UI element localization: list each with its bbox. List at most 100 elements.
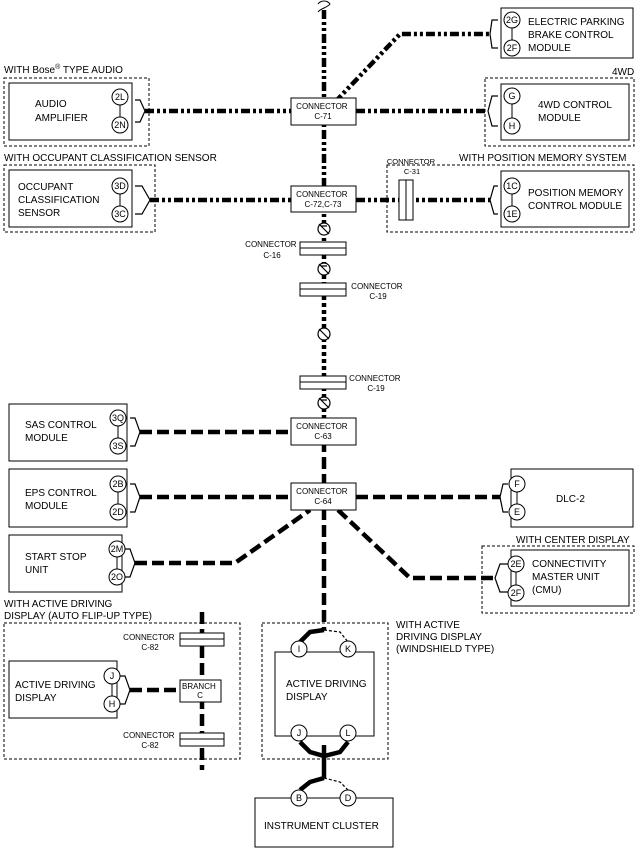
pin-label: 3D [114, 181, 126, 191]
ic-pins: B D [290, 789, 357, 807]
connector-c63-label: CONNECTOR C-63 [296, 422, 350, 441]
connector-c19b-label: CONNECTOR C-19 [349, 374, 403, 393]
cmu-wire [336, 508, 495, 581]
dlc-label: DLC-2 [556, 494, 585, 505]
center-display-group-label: WITH CENTER DISPLAY [516, 535, 630, 546]
dlc-pins: F E [508, 475, 526, 521]
4wd-pins: G H [503, 87, 521, 135]
connector-c19a-label: CONNECTOR C-19 [351, 282, 405, 301]
4wd-group-label: 4WD [612, 67, 634, 78]
position-memory-group [386, 164, 635, 233]
audio-amplifier-box [8, 82, 133, 141]
instrument-cluster-box [254, 797, 394, 848]
4wd-module-label: 4WD CONTROL MODULE [538, 100, 614, 124]
bose-group-label: WITH Bose® TYPE AUDIO [4, 63, 123, 76]
pin-label: 3S [112, 441, 123, 451]
pin-label: 2F [511, 588, 522, 598]
pin-label: 2B [112, 479, 123, 489]
connector-c71-box [290, 97, 357, 126]
pin-label: B [296, 793, 302, 803]
pin-label: I [298, 644, 301, 654]
add-center-label: ACTIVE DRIVING DISPLAY [286, 679, 369, 703]
dlc-box [510, 468, 634, 528]
pin-label: F [514, 479, 520, 489]
occupant-sensor-box [8, 169, 133, 228]
4wd-module-box [500, 83, 630, 141]
cmu-pins: 2E 2F [507, 555, 525, 602]
branch-c-box [179, 679, 222, 703]
position-memory-group-label: WITH POSITION MEMORY SYSTEM [459, 153, 626, 164]
epb-pin-wires [489, 19, 498, 49]
start-stop-box [8, 534, 123, 593]
pin-label: 2O [111, 572, 123, 582]
pin-label: 2E [510, 559, 521, 569]
connector-c82b-label: CONNECTOR C-82 [123, 731, 177, 750]
position-memory-label: POSITION MEMORY CONTROL MODULE [528, 188, 626, 212]
epb-wire [333, 31, 490, 104]
pin-label: J [297, 728, 302, 738]
add-center-wire-right [323, 629, 349, 643]
cmu-pin-wires [494, 563, 508, 593]
eps-pins: 2B 2D [109, 475, 127, 521]
bose-audio-group [3, 77, 150, 147]
add-auto-flip-group [3, 622, 241, 760]
position-memory-box [500, 170, 630, 228]
twisted-pair-icon [317, 327, 331, 341]
pin-label: H [109, 699, 116, 709]
start-stop-pins: 2M 2O [108, 540, 126, 586]
connector-c71-label: CONNECTOR C-71 [296, 102, 350, 121]
occupant-sensor-group [3, 164, 156, 233]
pin-label: J [110, 671, 115, 681]
connector-c82a-label: CONNECTOR C-82 [123, 633, 177, 652]
dlc-pin-wires [499, 483, 508, 513]
pin-label: 1E [506, 209, 517, 219]
pin-label: G [508, 91, 515, 101]
sas-pin-wires [130, 417, 141, 447]
pin-label: E [514, 507, 520, 517]
add-center-pins: I K J L [290, 640, 357, 742]
occupant-pin-wires [135, 185, 151, 215]
twisted-pair-icon [317, 222, 331, 236]
start-stop-wire [135, 508, 312, 566]
cmu-label: CONNECTIVITY MASTER UNIT (CMU) [532, 559, 609, 596]
add-windshield-group-label: WITH ACTIVE DRIVING DISPLAY (WINDSHIELD … [396, 620, 494, 655]
wire-break-mark [317, 0, 331, 13]
start-stop-label: START STOP UNIT [25, 552, 89, 576]
pin-label: 1C [506, 181, 518, 191]
position-memory-pins: 1C 1E [503, 177, 521, 223]
sas-module-box [8, 403, 128, 462]
eps-module-box [8, 468, 128, 528]
add-auto-flip-group-label: WITH ACTIVE DRIVING DISPLAY (AUTO FLIP-U… [4, 599, 152, 622]
connector-c72-label: CONNECTOR C-72,C-73 [296, 190, 350, 209]
sas-pins: 3Q 3S [109, 409, 127, 455]
pin-label: 2D [112, 507, 124, 517]
ic-wire-right [323, 777, 349, 791]
4wd-pin-wires [487, 95, 498, 127]
occupant-pins: 3D 3C [111, 177, 129, 223]
add-left-pin-wires [120, 675, 131, 705]
pin-label: 2F [507, 43, 518, 53]
pin-label: 2M [111, 544, 124, 554]
connector-c64-box [290, 482, 357, 511]
pin-label: 3C [114, 209, 126, 219]
add-left-pins: J H [103, 667, 121, 713]
connector-c72-box [290, 185, 357, 213]
pin-label: 2G [506, 15, 518, 25]
position-memory-pin-wires [489, 185, 498, 215]
connector-c31-label: CONNECTOR C-31 [387, 157, 437, 176]
epb-module-box [500, 7, 634, 59]
pin-label: D [345, 793, 352, 803]
connector-c63-box [290, 417, 357, 446]
cmu-box [510, 549, 630, 607]
sas-module-label: SAS CONTROL MODULE [25, 420, 99, 444]
audio-pin-wires [135, 99, 146, 123]
connector-c64-label: CONNECTOR C-64 [296, 487, 350, 506]
pin-label: 2L [115, 92, 125, 102]
pin-label: K [345, 644, 351, 654]
pin-label: L [345, 728, 350, 738]
epb-module-label: ELECTRIC PARKING BRAKE CONTROL MODULE [528, 17, 627, 54]
center-display-group [481, 545, 635, 614]
instrument-cluster-label: INSTRUMENT CLUSTER [264, 821, 379, 832]
branch-c-label: BRANCH C [182, 682, 218, 700]
